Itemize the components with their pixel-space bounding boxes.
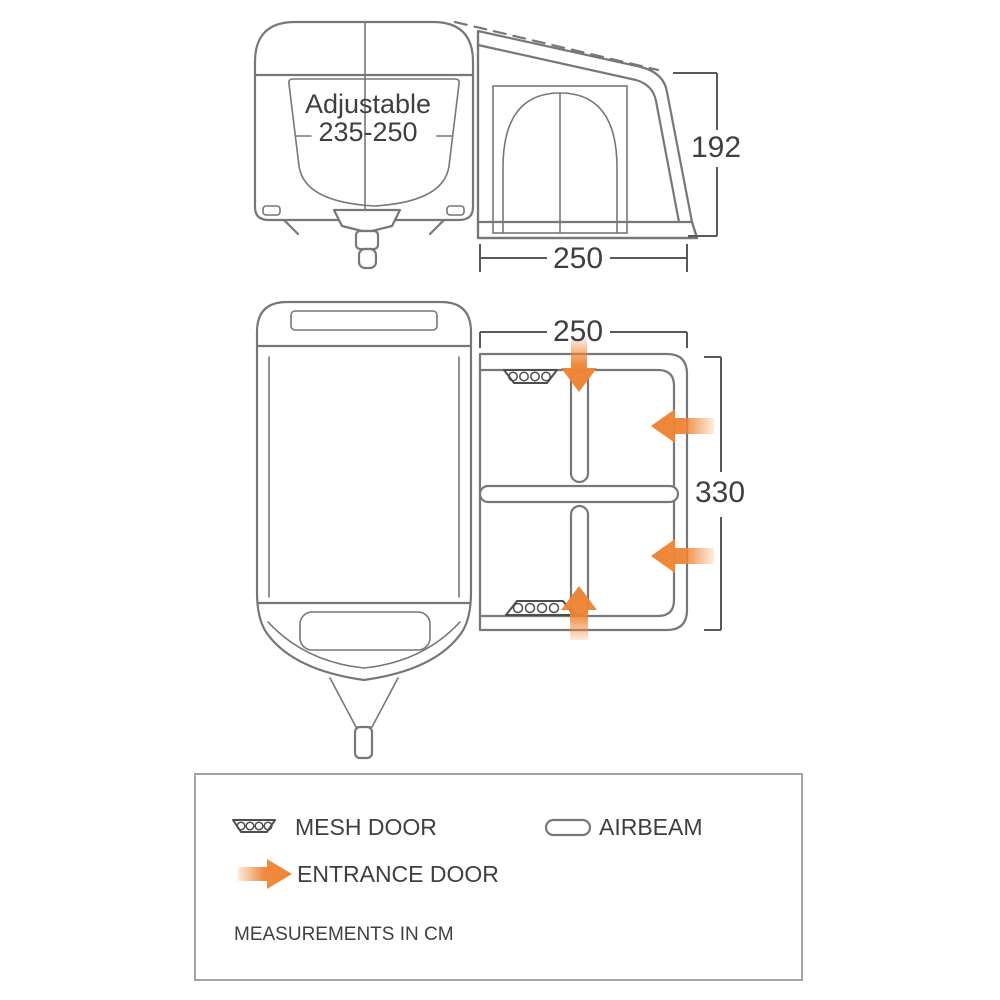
airbeam-middle-horizontal [478, 484, 680, 504]
caravan-front-inner-curve [267, 621, 461, 669]
mesh-ring [512, 602, 524, 614]
mesh-ring [548, 602, 560, 614]
mesh-ring [254, 821, 264, 831]
jockey-plan [353, 725, 374, 760]
plan-depth-value: 330 [695, 476, 745, 509]
entrance-arrow-right-upper-icon [651, 409, 714, 443]
dimension-width: 250 [479, 242, 688, 275]
height-dim-value: 192 [691, 131, 741, 164]
entrance-door-arrow-icon [238, 859, 292, 889]
caravan-front-body [253, 20, 475, 222]
mesh-ring [536, 602, 548, 614]
mesh-door-label: MESH DOOR [295, 814, 437, 840]
caravan-size-label-line2: 235-250 [318, 117, 417, 147]
legend-airbeam-row: AIRBEAM [544, 814, 703, 840]
stabilizer-leg-right [428, 218, 446, 236]
measurements-note: MEASUREMENTS IN CM [234, 924, 454, 945]
mesh-door-top-icon [503, 369, 558, 384]
hitch-front [332, 208, 402, 270]
entrance-arrow-bottom-icon [561, 586, 597, 640]
jockey-foot [357, 247, 378, 270]
caravan-front: Adjustable 235-250 [253, 20, 475, 270]
legend-box: MESH DOOR AIRBEAM ENTRANCE DOOR MEASUREM… [194, 773, 803, 981]
roof-beam-inner-line [476, 43, 681, 224]
caravan-light-right [446, 205, 465, 216]
awning-rail-dashed-line [453, 20, 660, 72]
legend-border [194, 773, 803, 981]
dimension-plan-width: 250 [479, 315, 688, 348]
caravan-plan [255, 300, 473, 760]
stabilizer-leg-left [282, 218, 300, 236]
hitch-plan [329, 677, 399, 760]
legend-entrance-door-row: ENTRANCE DOOR [238, 859, 499, 889]
entrance-door-label: ENTRANCE DOOR [297, 861, 499, 887]
caravan-plan-body [255, 300, 473, 682]
entrance-arrow-right-lower-icon [651, 539, 714, 573]
mesh-ring [263, 821, 273, 831]
caravan-rooflight [290, 310, 438, 331]
caravan-front-window [299, 611, 431, 651]
mesh-ring [524, 602, 536, 614]
dimension-height: 192 [673, 72, 741, 237]
mesh-ring [508, 371, 518, 382]
mesh-door-icon [232, 819, 276, 833]
front-panel [492, 85, 628, 234]
mesh-ring [541, 371, 551, 382]
a-frame [329, 677, 399, 728]
mesh-ring [519, 371, 529, 382]
width-dim-value: 250 [553, 242, 603, 275]
awning-silhouette [476, 29, 699, 240]
awning-side-profile [453, 20, 699, 240]
dimension-plan-depth: 330 [695, 356, 745, 631]
mesh-ring [530, 371, 540, 382]
airbeam-icon [544, 818, 592, 837]
caravan-light-left [262, 205, 281, 216]
side-view-diagram: Adjustable 235-250 [253, 20, 741, 275]
mesh-ring [245, 821, 255, 831]
plan-width-value: 250 [553, 315, 603, 348]
caravan-size-label-line1: Adjustable [305, 89, 431, 119]
mesh-ring [236, 821, 246, 831]
hitch-stem [354, 229, 380, 251]
caravan-front-window [288, 78, 460, 207]
hitch-trapezoid [332, 208, 402, 233]
entrance-arrow-top-icon [561, 338, 597, 392]
awning-plan [478, 338, 714, 640]
legend-mesh-door-row: MESH DOOR [232, 814, 437, 840]
airbeam-label: AIRBEAM [599, 814, 703, 840]
plan-view-diagram: 250 330 [255, 300, 745, 760]
